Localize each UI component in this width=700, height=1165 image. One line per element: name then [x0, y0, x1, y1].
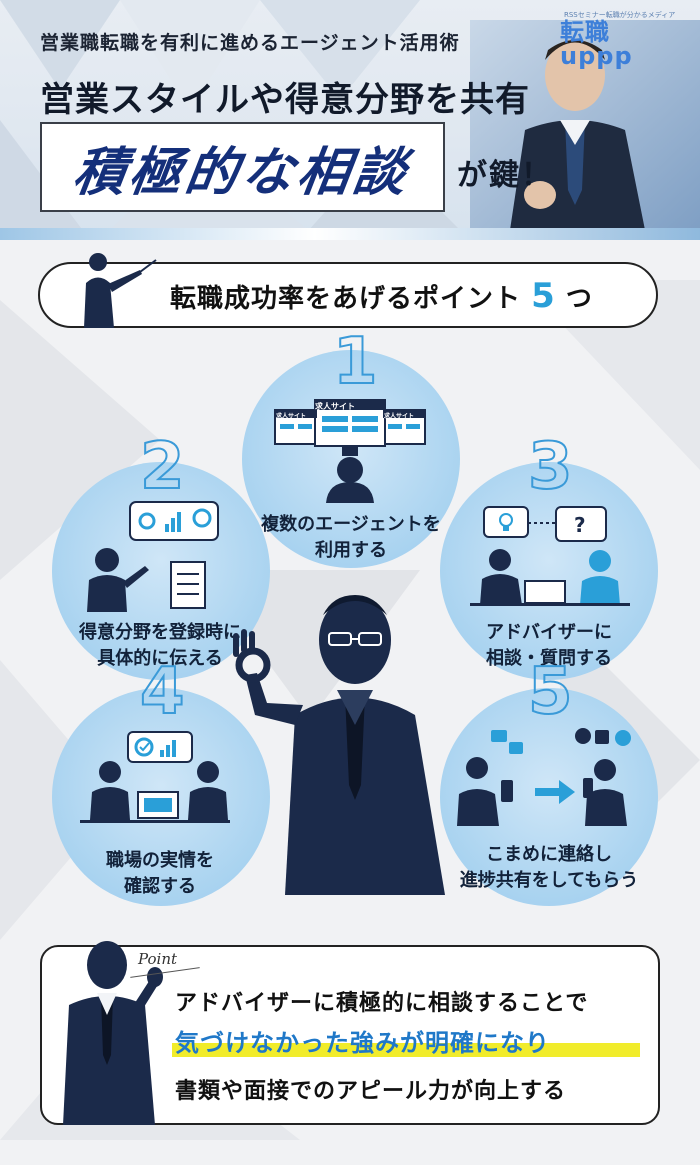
registration-skills-icon — [87, 501, 219, 612]
header-stripe — [0, 228, 700, 240]
presenter-silhouette-icon — [84, 253, 157, 328]
header-title: 営業スタイルや得意分野を共有 — [40, 80, 530, 120]
consultation-icon: ? — [470, 506, 630, 606]
bottom-highlight-marker — [172, 1043, 640, 1057]
tip-4-line1: 職場の実情を — [106, 850, 214, 871]
header-banner: RSSセミナー転職が分かるメディア 転職uppp 営業職転職を有利に進めるエージ… — [0, 0, 700, 240]
bottom-line3: 書類や面接でのアピール力が向上する — [175, 1079, 567, 1104]
tip-circle-3 — [440, 462, 658, 680]
logo-tagline: RSSセミナー転職が分かるメディア — [564, 11, 676, 19]
points-suffix: つ — [565, 284, 593, 314]
contact-progress-icon — [457, 728, 631, 826]
points-count: 5 — [531, 276, 556, 316]
tip-label-3: アドバイザーに 相談・質問する — [429, 620, 669, 672]
tip-label-5: こまめに連絡し 進捗共有をしてもらう — [429, 842, 669, 894]
workplace-check-icon — [80, 731, 230, 823]
highlight-box: 積極的な相談 — [40, 122, 445, 212]
tip-label-4: 職場の実情を 確認する — [40, 848, 280, 900]
businessman-photo — [470, 20, 700, 230]
svg-text:?: ? — [574, 513, 586, 537]
tip-5-line1: こまめに連絡し — [486, 844, 612, 865]
tip-5-line2: 進捗共有をしてもらう — [459, 870, 639, 891]
tip-4-line2: 確認する — [124, 876, 196, 897]
bottom-line1: アドバイザーに積極的に相談することで — [175, 991, 589, 1016]
tip-label-1: 複数のエージェントを 利用する — [231, 512, 471, 564]
points-heading: 転職成功率をあげるポイント 5 つ — [170, 276, 593, 316]
point-tag: Point — [138, 950, 178, 968]
tip-number-2: 2 — [139, 429, 186, 505]
tip-3-line2: 相談・質問する — [486, 648, 612, 669]
tip-3-line1: アドバイザーに — [486, 622, 612, 643]
highlight-text: 積極的な相談 — [69, 141, 415, 203]
brand-logo[interactable]: RSSセミナー転職が分かるメディア 転職uppp — [560, 10, 680, 68]
logo-text: 転職uppp — [560, 18, 633, 70]
monitor-label-right: 求人サイト — [384, 413, 415, 420]
businessman-thinking-silhouette — [63, 941, 163, 1125]
tip-2-line1: 得意分野を登録時に — [79, 622, 241, 643]
monitor-label-left: 求人サイト — [276, 413, 307, 420]
tip-1-line1: 複数のエージェントを — [261, 514, 441, 535]
tip-number-3: 3 — [527, 429, 574, 505]
monitor-label-center: 求人サイト — [315, 402, 355, 411]
tip-number-1: 1 — [332, 324, 379, 400]
job-site-monitors-icon — [274, 399, 426, 503]
points-label: 転職成功率をあげるポイント — [170, 284, 522, 314]
tip-2-line2: 具体的に伝える — [97, 648, 223, 669]
header-tail: が鍵！ — [457, 158, 553, 193]
tip-1-line2: 利用する — [315, 540, 387, 561]
tip-number-5: 5 — [527, 654, 574, 730]
header-subtitle: 営業職転職を有利に進めるエージェント活用術 — [40, 32, 460, 54]
tip-number-4: 4 — [139, 654, 186, 730]
bottom-line2: 気づけなかった強みが明確になり — [175, 1029, 550, 1057]
tip-label-2: 得意分野を登録時に 具体的に伝える — [40, 620, 280, 672]
businessman-ok-silhouette — [233, 595, 445, 895]
